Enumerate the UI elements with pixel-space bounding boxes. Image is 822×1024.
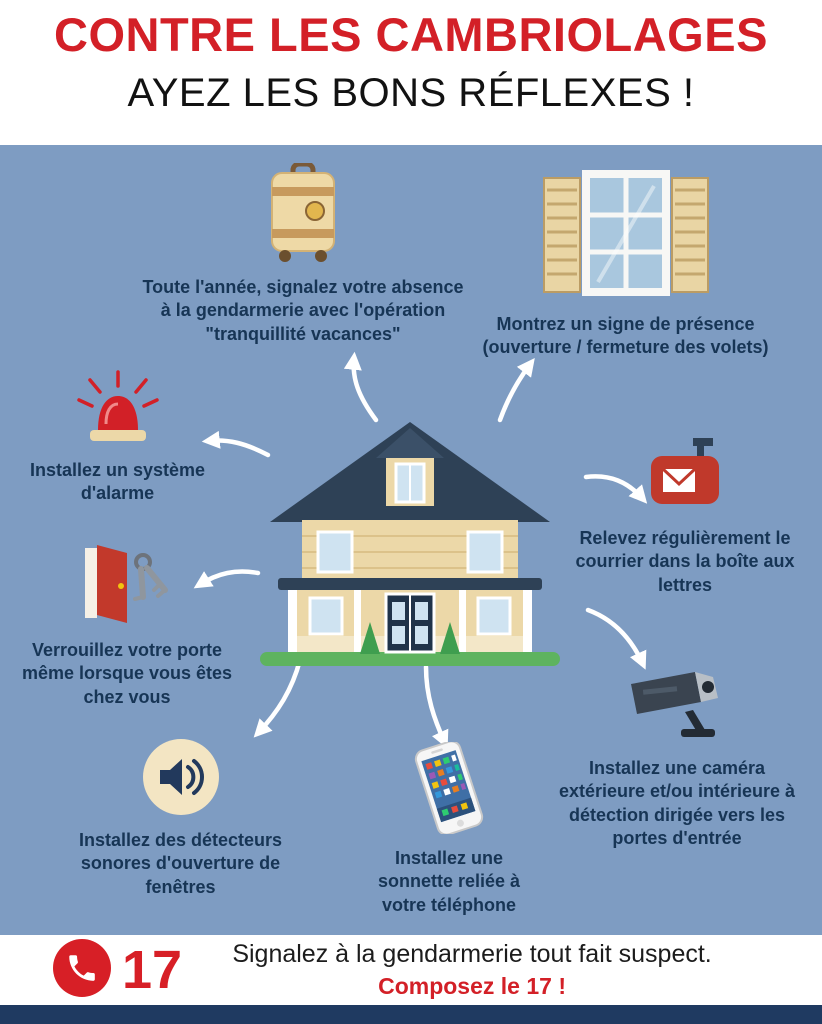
house-illustration bbox=[260, 422, 560, 666]
header: CONTRE LES CAMBRIOLAGES AYEZ LES BONS RÉ… bbox=[0, 0, 822, 145]
tip-camera: Installez une caméra extérieure et/ou in… bbox=[558, 668, 796, 851]
tip-porte: Verrouillez votre porte même lorsque vou… bbox=[18, 540, 236, 709]
footer-message: Signalez à la gendarmerie tout fait susp… bbox=[182, 940, 762, 1000]
tip-text: Installez une sonnette reliée à votre té… bbox=[377, 848, 521, 915]
poster-title: CONTRE LES CAMBRIOLAGES bbox=[54, 8, 768, 61]
speaker-icon bbox=[142, 738, 220, 821]
footer: 17 Signalez à la gendarmerie tout fait s… bbox=[0, 935, 822, 1005]
emergency-number: 17 bbox=[52, 938, 182, 1003]
tip-alarme: Installez un système d'alarme bbox=[25, 368, 210, 506]
tip-courrier: Relevez régulièrement le courrier dans l… bbox=[575, 436, 795, 597]
tip-text: Installez un système d'alarme bbox=[29, 460, 206, 504]
tip-text: Installez une caméra extérieure et/ou in… bbox=[558, 758, 796, 849]
mailbox-icon bbox=[643, 436, 727, 519]
phone-icon bbox=[52, 938, 112, 1003]
tip-tranquillite-vacances: Toute l'année, signalez votre absence à … bbox=[138, 161, 468, 346]
tip-sonnette: Installez une sonnette reliée à votre té… bbox=[363, 740, 535, 917]
phone-number: 17 bbox=[122, 940, 183, 1000]
smartphone-icon bbox=[399, 740, 499, 839]
tip-text: Installez des détecteurs sonores d'ouver… bbox=[78, 830, 283, 897]
tip-text: Verrouillez votre porte même lorsque vou… bbox=[21, 640, 233, 707]
footer-line1: Signalez à la gendarmerie tout fait susp… bbox=[232, 940, 712, 968]
poster-subtitle: AYEZ LES BONS RÉFLEXES ! bbox=[127, 71, 695, 116]
window-shutters-icon bbox=[542, 168, 710, 305]
footer-line2: Composez le 17 ! bbox=[378, 973, 566, 999]
door-keys-icon bbox=[81, 540, 173, 631]
tip-text: Montrez un signe de présence (ouverture … bbox=[482, 314, 769, 358]
bottom-strip bbox=[0, 1005, 822, 1024]
tip-text: Toute l'année, signalez votre absence à … bbox=[142, 277, 464, 344]
suitcase-icon bbox=[263, 161, 343, 268]
cctv-camera-icon bbox=[625, 668, 729, 749]
tip-volets: Montrez un signe de présence (ouverture … bbox=[478, 168, 773, 360]
tip-detecteurs: Installez des détecteurs sonores d'ouver… bbox=[58, 738, 303, 899]
alarm-siren-icon bbox=[76, 368, 160, 451]
tip-text: Relevez régulièrement le courrier dans l… bbox=[575, 528, 795, 595]
